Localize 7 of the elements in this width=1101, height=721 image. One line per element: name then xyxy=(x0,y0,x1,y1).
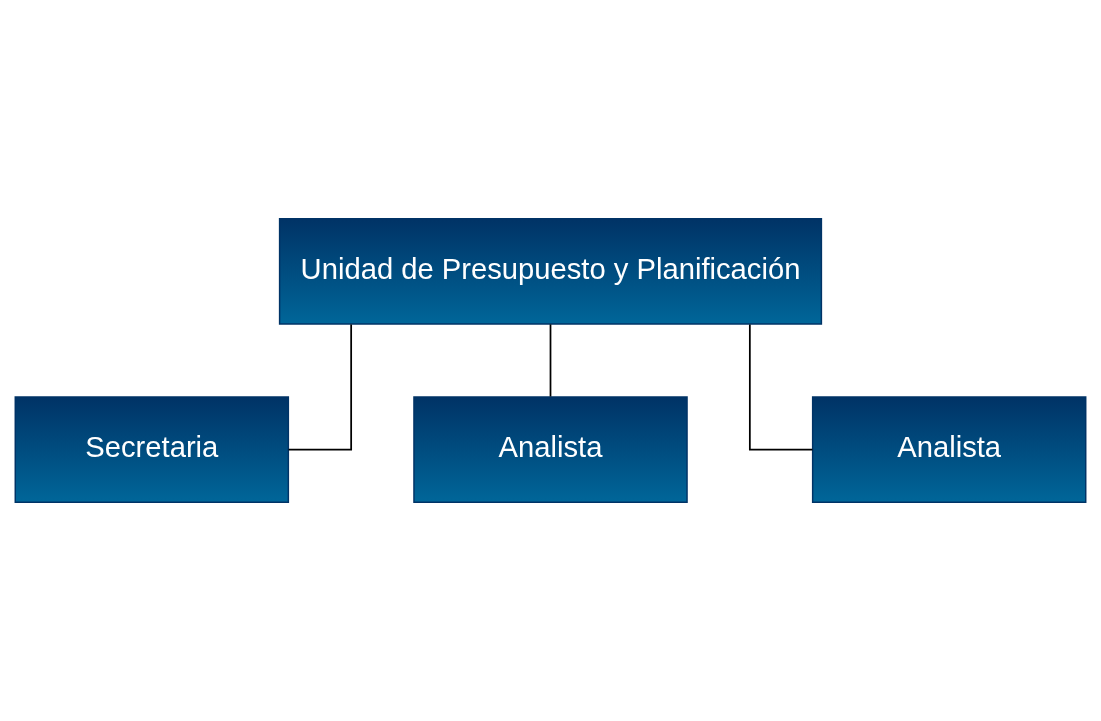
connector xyxy=(748,323,814,451)
connector xyxy=(287,323,353,451)
node-box: Analista xyxy=(413,396,688,503)
node-box: Unidad de Presupuesto y Planificación xyxy=(278,218,823,325)
node-box: Analista xyxy=(811,396,1087,503)
connector xyxy=(549,323,552,398)
node-box: Secretaria xyxy=(14,396,290,503)
